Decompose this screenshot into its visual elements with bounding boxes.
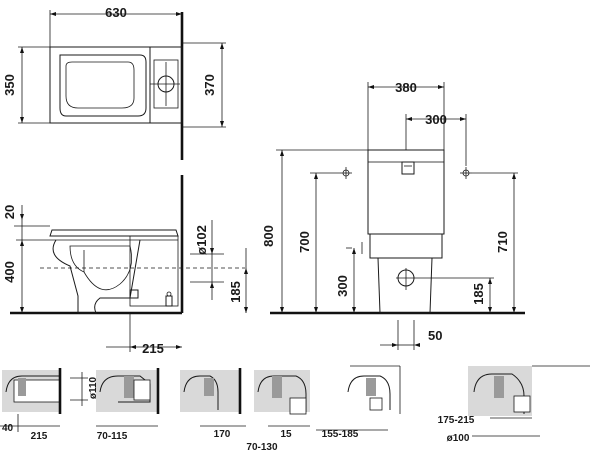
side-view-seat xyxy=(49,229,179,237)
conn-1-offset: 40 xyxy=(2,423,14,434)
side-view-cistern-zone xyxy=(129,235,179,307)
dim-cistern-fixing: 300 xyxy=(425,112,447,127)
top-view-cistern xyxy=(149,46,183,124)
dim-outlet-distance: 215 xyxy=(142,341,164,356)
front-view: 380 300 800 700 300 185 71 xyxy=(261,80,525,350)
front-view-cistern xyxy=(367,149,445,235)
side-view-trap xyxy=(69,245,133,291)
dim-top-width: 630 xyxy=(105,5,127,20)
conn-6-distance: 175-215 xyxy=(438,415,475,426)
dim-outlet-height-side: 185 xyxy=(228,281,243,303)
dim-total-height-left: 800 xyxy=(261,225,276,247)
connection-5: 155-185 xyxy=(316,365,401,440)
top-view-bowl xyxy=(59,54,147,117)
connection-4: 15 70-130 xyxy=(246,370,310,453)
side-view: 20 400 ø102 185 215 xyxy=(2,175,248,356)
dim-pan-height: 700 xyxy=(297,231,312,253)
dim-outlet-diameter: ø102 xyxy=(194,225,209,255)
top-view-body xyxy=(49,46,183,124)
connection-3: 170 xyxy=(180,368,246,440)
connection-variants: ø110 40 215 70-115 170 xyxy=(0,365,590,453)
dim-top-depth-left: 350 xyxy=(2,74,17,96)
conn-1-diameter: ø110 xyxy=(88,376,99,399)
connection-2: 70-115 xyxy=(96,368,160,442)
top-view-bowl-inner xyxy=(65,61,135,109)
conn-4-distance: 70-130 xyxy=(246,442,278,453)
connection-1: ø110 40 215 xyxy=(0,368,99,442)
conn-1-distance: 215 xyxy=(31,431,48,442)
top-view: 630 350 370 xyxy=(2,5,226,160)
dim-inlet-offset: 50 xyxy=(428,328,442,343)
side-view-outlet xyxy=(129,289,139,299)
dim-rim-offset: 20 xyxy=(2,205,17,219)
front-view-flush-button xyxy=(401,161,415,175)
dim-outlet-height-front: 185 xyxy=(471,283,486,305)
dim-top-depth-right: 370 xyxy=(202,74,217,96)
dim-total-height-right: 710 xyxy=(495,231,510,253)
dim-front-width: 380 xyxy=(395,80,417,95)
connection-6: 175-215 ø100 xyxy=(438,365,590,444)
front-view-pan-top xyxy=(369,233,443,259)
side-view-bowl xyxy=(52,239,141,314)
conn-5-distance: 155-185 xyxy=(322,429,359,440)
conn-3-distance: 170 xyxy=(214,429,231,440)
dim-water-inlet-height: 300 xyxy=(335,275,350,297)
dim-seat-height: 400 xyxy=(2,261,17,283)
conn-6-diameter: ø100 xyxy=(447,433,470,444)
front-view-pan-base xyxy=(377,257,433,314)
conn-4-offset: 15 xyxy=(280,429,292,440)
side-view-fixing xyxy=(165,295,173,307)
conn-2-distance: 70-115 xyxy=(97,431,128,442)
